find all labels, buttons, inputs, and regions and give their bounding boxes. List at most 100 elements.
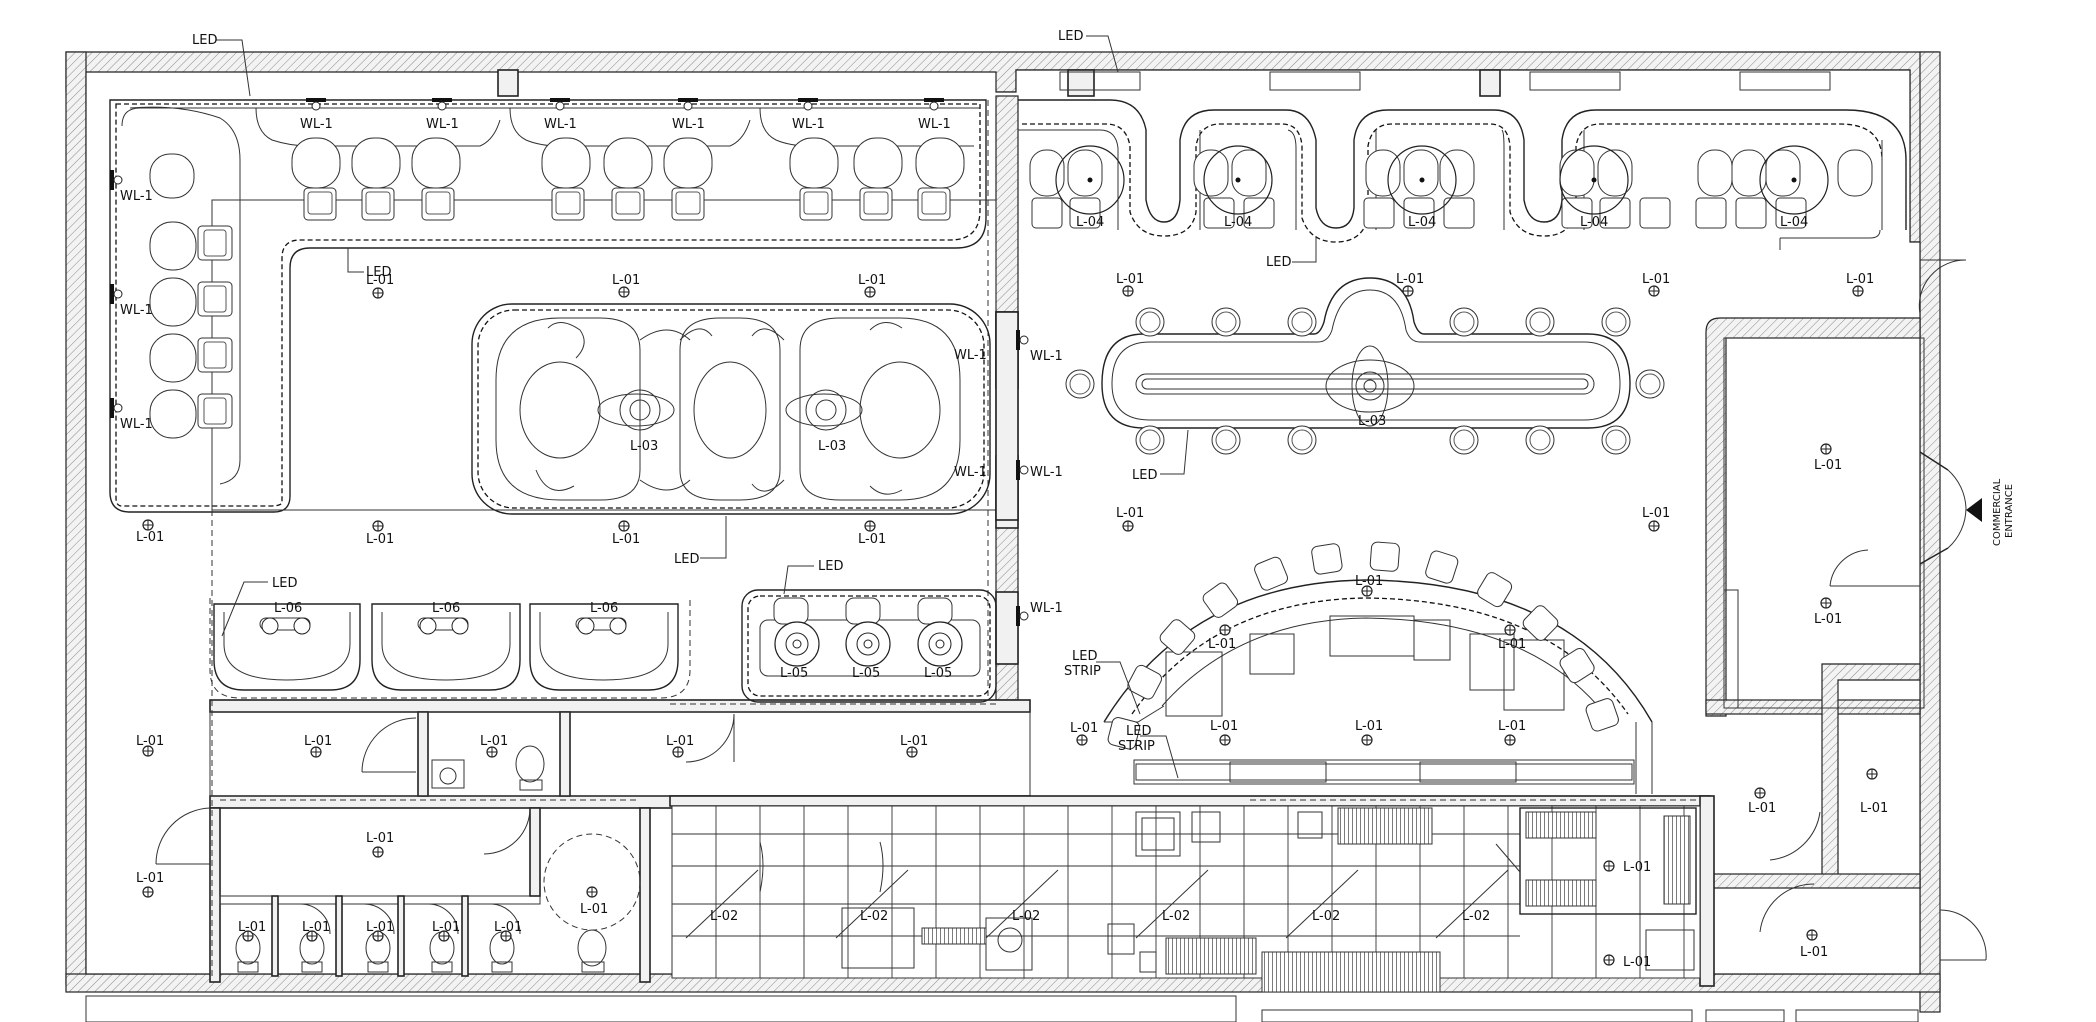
- bar-stools: [1107, 541, 1619, 750]
- led-label: LED: [674, 552, 699, 567]
- circle-crosshair-icon: [1820, 443, 1832, 455]
- l01-label: L-01: [1623, 860, 1651, 875]
- led-label: LED: [1058, 29, 1083, 44]
- l04-label: L-04: [1780, 215, 1808, 230]
- circle-crosshair-icon: [618, 286, 630, 298]
- wall-sconce-icon: [924, 98, 944, 111]
- led-strip-label: STRIP: [1118, 739, 1155, 754]
- l01-label: L-01: [1210, 719, 1238, 734]
- l06-label: L-06: [432, 601, 460, 616]
- wall-light-label: WL-1: [954, 348, 987, 363]
- circle-crosshair-icon: [486, 746, 498, 758]
- l01-label: L-01: [366, 273, 394, 288]
- circle-crosshair-icon: [618, 520, 630, 532]
- center-lounge: [471, 303, 1019, 521]
- wall-sconce-icon: [678, 98, 698, 111]
- l01-label: L-01: [1116, 272, 1144, 287]
- wall-light-label: WL-1: [792, 117, 825, 132]
- l01-label: L-01: [1498, 637, 1526, 652]
- led-label: LED: [366, 265, 391, 280]
- pendant-light-icon: [1055, 145, 1125, 215]
- circle-crosshair-icon: [1852, 285, 1864, 297]
- led-label: LED: [818, 559, 843, 574]
- l01-label: L-01: [1396, 272, 1424, 287]
- circle-crosshair-icon: [906, 746, 918, 758]
- l01-label: L-01: [136, 530, 164, 545]
- circle-crosshair-icon: [306, 930, 318, 942]
- l01-label: L-01: [1116, 506, 1144, 521]
- entrance-label: COMMERCIAL: [1992, 478, 2003, 546]
- pendant-light-icon: [845, 621, 891, 667]
- led-label: LED: [1266, 255, 1291, 270]
- l01-label: L-01: [366, 532, 394, 547]
- l02-label: L-02: [860, 909, 888, 924]
- wall-sconce-icon: [1016, 606, 1029, 626]
- l06-label: L-06: [590, 601, 618, 616]
- wall-sconce-icon: [798, 98, 818, 111]
- l01-label: L-01: [1642, 506, 1670, 521]
- circle-crosshair-icon: [1754, 787, 1766, 799]
- l01-label: L-01: [432, 920, 460, 935]
- pendant-light-icon: [1387, 145, 1457, 215]
- small-booth: [741, 589, 997, 703]
- l02-label: L-02: [1312, 909, 1340, 924]
- circle-crosshair-icon: [372, 520, 384, 532]
- wall-light-label: WL-1: [120, 189, 153, 204]
- led-label: LED: [272, 576, 297, 591]
- led-strip-label: LED: [1126, 724, 1151, 739]
- circle-crosshair-icon: [1122, 285, 1134, 297]
- l01-label: L-01: [1800, 945, 1828, 960]
- l02-label: L-02: [1162, 909, 1190, 924]
- annotations: LED LED LED LED LED LED LED LED LED STRI…: [192, 29, 2015, 779]
- wall-light-label: WL-1: [1030, 349, 1063, 364]
- led-strip-label: STRIP: [1064, 664, 1101, 679]
- led-label: LED: [192, 33, 217, 48]
- pendant-light-icon: [261, 617, 311, 635]
- circle-crosshair-icon: [500, 930, 512, 942]
- circle-crosshair-icon: [1603, 860, 1615, 872]
- circle-crosshair-icon: [1504, 734, 1516, 746]
- wall-light-label: WL-1: [300, 117, 333, 132]
- circle-crosshair-icon: [586, 886, 598, 898]
- wall-light-label: WL-1: [1030, 465, 1063, 480]
- circle-crosshair-icon: [1504, 624, 1516, 636]
- pendant-light-icon: [419, 617, 469, 635]
- l01-label: L-01: [1355, 719, 1383, 734]
- wall-light-label: WL-1: [544, 117, 577, 132]
- l06-label: L-06: [274, 601, 302, 616]
- l04-label: L-04: [1076, 215, 1104, 230]
- circle-crosshair-icon: [372, 287, 384, 299]
- circle-crosshair-icon: [864, 286, 876, 298]
- wall-light-label: WL-1: [954, 465, 987, 480]
- circle-crosshair-icon: [1402, 285, 1414, 297]
- wall-sconce-icon: [110, 170, 123, 190]
- pendant-light-icon: [577, 617, 627, 635]
- l04-label: L-04: [1408, 215, 1436, 230]
- circle-crosshair-icon: [142, 886, 154, 898]
- racetrack-stools: [1065, 307, 1665, 455]
- circle-crosshair-icon: [1866, 768, 1878, 780]
- l05-label: L-05: [780, 666, 808, 681]
- entrance-label: ENTRANCE: [2004, 484, 2015, 538]
- circle-crosshair-icon: [672, 746, 684, 758]
- circle-crosshair-icon: [372, 846, 384, 858]
- l01-label: L-01: [366, 831, 394, 846]
- circle-crosshair-icon: [1603, 954, 1615, 966]
- l02-label: L-02: [1462, 909, 1490, 924]
- circle-crosshair-icon: [1361, 585, 1373, 597]
- l01-label: L-01: [302, 920, 330, 935]
- pendant-light-icon: [1759, 145, 1829, 215]
- circle-crosshair-icon: [242, 930, 254, 942]
- wall-sconce-icon: [110, 398, 123, 418]
- racetrack-table: [1101, 277, 1631, 429]
- l01-label: L-01: [666, 734, 694, 749]
- doors: [155, 259, 1987, 961]
- led-label: LED: [1132, 468, 1157, 483]
- circle-crosshair-icon: [310, 746, 322, 758]
- l03-label: L-03: [1358, 414, 1386, 429]
- l01-label: L-01: [612, 273, 640, 288]
- serpentine-cushions: [1029, 149, 1873, 229]
- l05-label: L-05: [852, 666, 880, 681]
- l01-label: L-01: [136, 871, 164, 886]
